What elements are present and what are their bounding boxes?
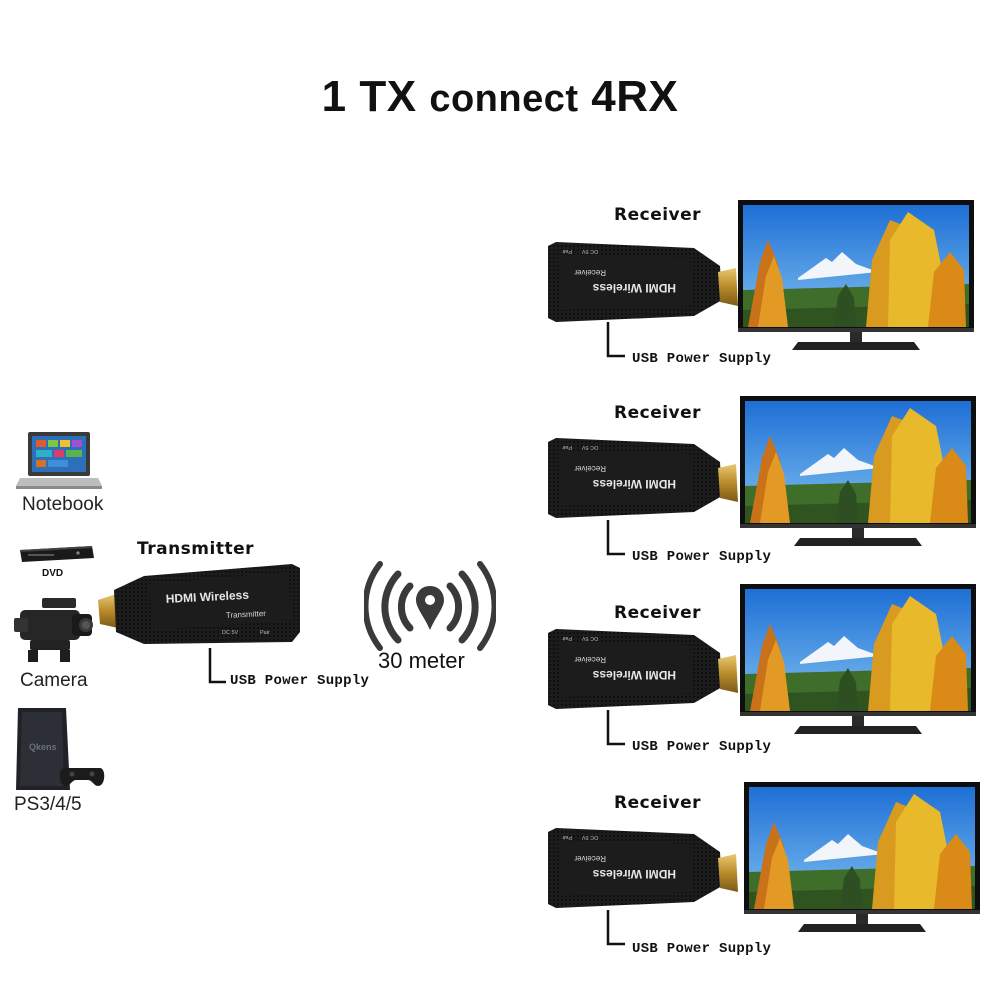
transmitter-usb-connector <box>208 648 226 684</box>
receiver-usb-label: USB Power Supply <box>632 549 772 565</box>
camera-label: Camera <box>20 670 88 691</box>
receiver-device-text2: Receiver <box>574 655 606 664</box>
receiver-heading: Receiver <box>614 793 702 813</box>
wireless-signal-icon <box>364 561 496 651</box>
notebook-icon <box>16 432 102 489</box>
camera-icon <box>14 598 93 662</box>
receiver-device: HDMI Wireless Receiver DC 5V Pair <box>548 828 738 908</box>
receiver-device: HDMI Wireless Receiver DC 5V Pair <box>548 242 738 322</box>
receiver-device-text1: HDMI Wireless <box>592 477 676 491</box>
receiver-usb-connector <box>606 710 625 746</box>
title-tx: 1 TX <box>321 72 417 121</box>
receiver-usb-connector <box>606 910 625 946</box>
dvd-label: DVD <box>42 568 64 579</box>
transmitter-port-dc: DC 5V <box>222 630 239 636</box>
tv-icon <box>740 584 976 734</box>
receiver-heading: Receiver <box>614 403 702 423</box>
game-console-icon: Qkens <box>16 708 105 790</box>
range-label: 30 meter <box>378 648 465 673</box>
receiver-device-text2: Receiver <box>574 854 606 863</box>
receiver-usb-label: USB Power Supply <box>632 739 772 755</box>
receiver-port-dc: DC 5V <box>581 444 598 450</box>
page-title: 1 TX connect 4RX <box>0 72 1000 122</box>
transmitter-port-pair: Pair <box>260 630 270 636</box>
transmitter-device: HDMI Wireless Transmitter DC 5V Pair <box>98 564 300 644</box>
receiver-device-text1: HDMI Wireless <box>592 867 676 881</box>
title-rx: 4RX <box>591 72 679 121</box>
dvd-player-icon <box>20 546 94 562</box>
receiver-heading: Receiver <box>614 205 702 225</box>
tv-icon <box>740 396 976 546</box>
receiver-device-text2: Receiver <box>574 464 606 473</box>
receiver-device-text1: HDMI Wireless <box>592 668 676 682</box>
receiver-port-dc: DC 5V <box>581 635 598 641</box>
receiver-usb-label: USB Power Supply <box>632 351 772 367</box>
hdmi-plug <box>718 655 738 693</box>
receiver-port-dc: DC 5V <box>581 834 598 840</box>
transmitter-device-text2: Transmitter <box>226 609 267 620</box>
transmitter-usb-label: USB Power Supply <box>230 673 370 689</box>
receiver-port-pair: Pair <box>562 834 572 840</box>
hdmi-plug <box>718 268 738 306</box>
receiver-port-pair: Pair <box>562 444 572 450</box>
receiver-usb-connector <box>606 322 625 358</box>
receiver-port-dc: DC 5V <box>581 248 598 254</box>
transmitter-device-text1: HDMI Wireless <box>165 588 249 606</box>
receiver-device: HDMI Wireless Receiver DC 5V Pair <box>548 438 738 518</box>
hdmi-plug <box>718 854 738 892</box>
tv-icon <box>744 782 980 932</box>
receiver-port-pair: Pair <box>562 248 572 254</box>
tv-icon <box>738 200 974 350</box>
receiver-usb-label: USB Power Supply <box>632 941 772 957</box>
receiver-device-text1: HDMI Wireless <box>592 281 676 295</box>
console-mark: Qkens <box>29 742 57 752</box>
transmitter-heading: Transmitter <box>137 539 255 559</box>
receiver-device-text2: Receiver <box>574 268 606 277</box>
hdmi-plug <box>98 594 118 628</box>
title-connect: connect <box>429 78 579 120</box>
receiver-heading: Receiver <box>614 603 702 623</box>
hdmi-plug <box>718 464 738 502</box>
notebook-label: Notebook <box>22 494 104 515</box>
ps-label: PS3/4/5 <box>14 794 82 815</box>
receiver-device: HDMI Wireless Receiver DC 5V Pair <box>548 629 738 709</box>
receiver-usb-connector <box>606 520 625 556</box>
receiver-port-pair: Pair <box>562 635 572 641</box>
